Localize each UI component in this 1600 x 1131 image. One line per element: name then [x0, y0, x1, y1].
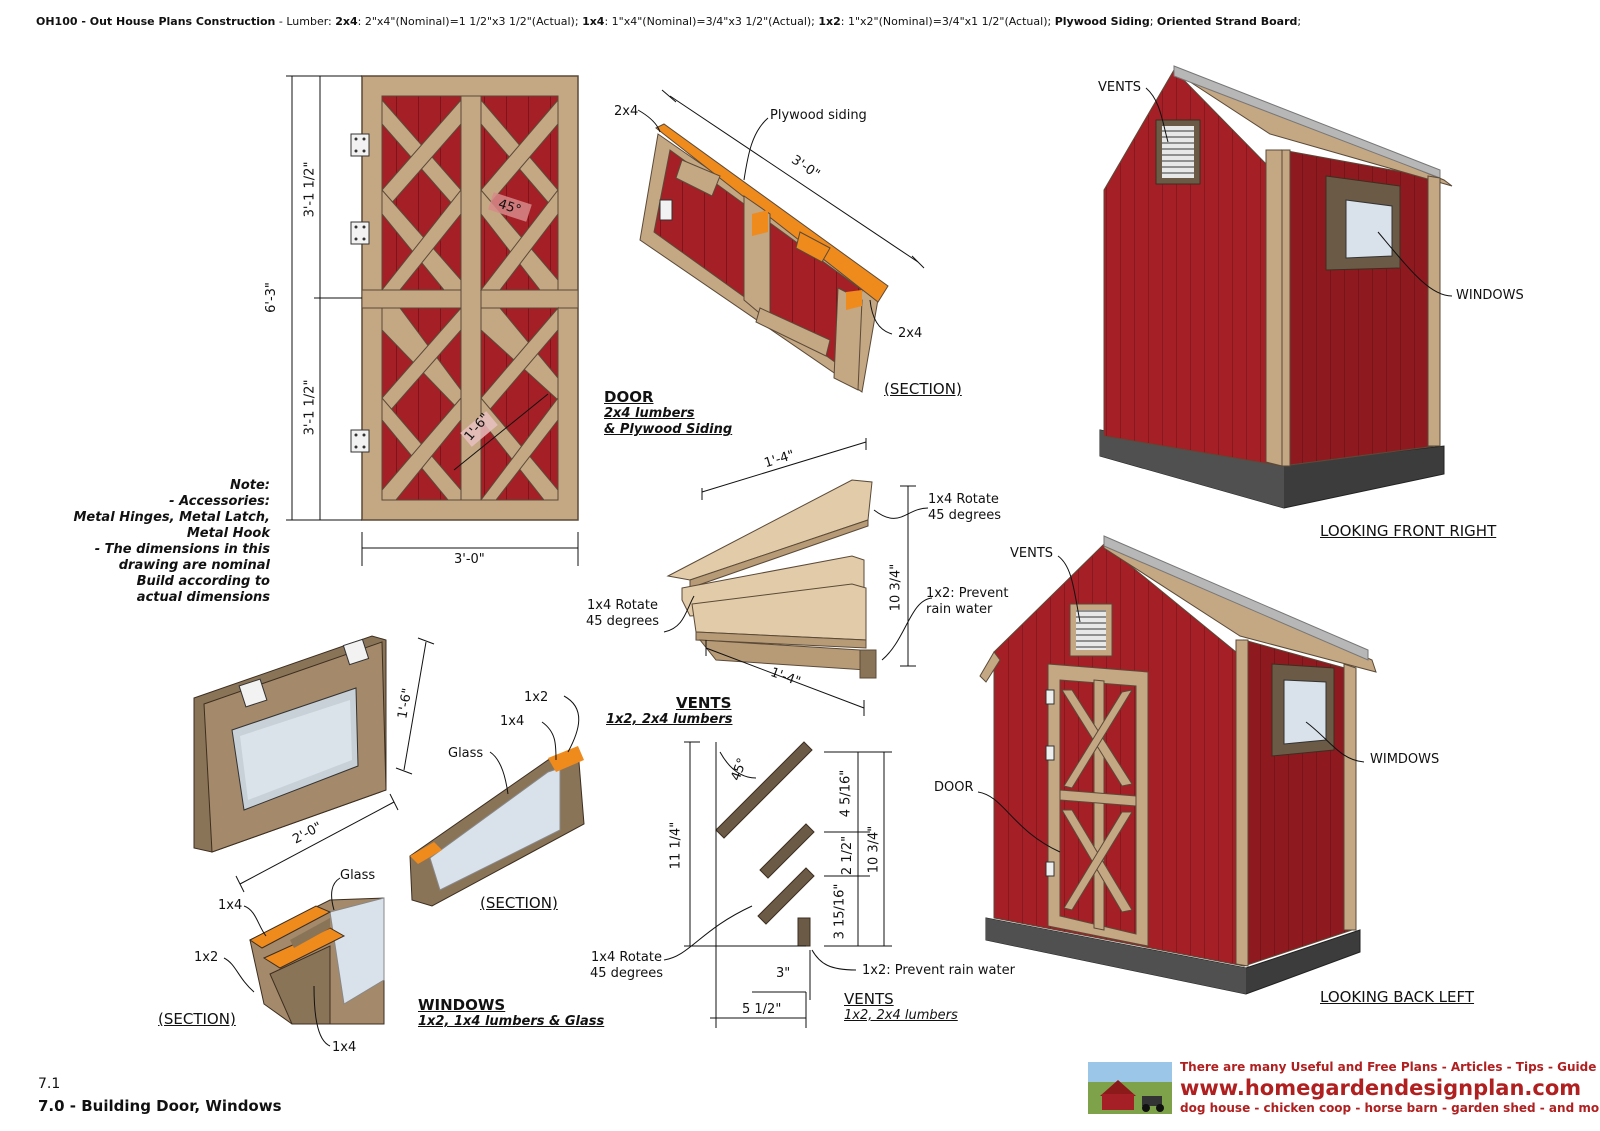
vent-section-w1: 3" [776, 966, 791, 981]
window-section-glass: Glass [448, 746, 484, 761]
window-detail-1x4-top: 1x4 [218, 898, 243, 913]
vents-subtitle: 1x2, 2x4 lumbers [606, 712, 733, 727]
front-vents-label: VENTS [1098, 80, 1142, 95]
footer-line-3: dog house - chicken coop - horse barn - … [1180, 1101, 1600, 1115]
sheet-header: OH100 - Out House Plans Construction - L… [36, 15, 1302, 28]
window-3d [193, 635, 435, 893]
vent-section-total-height: 11 1/4" [668, 821, 684, 870]
window-detail-1x2: 1x2 [194, 950, 219, 965]
back-door-label: DOOR [934, 780, 974, 795]
door-width: 3'-0" [454, 552, 485, 567]
vents-3d [663, 438, 933, 716]
door-section-2x4-top: 2x4 [614, 104, 639, 119]
vent-section-d3: 3 15/16" [832, 883, 848, 940]
footer-url[interactable]: www.homegardendesignplan.com [1180, 1076, 1582, 1100]
site-logo [1088, 1062, 1172, 1114]
vent-section-subtitle: 1x2, 2x4 lumbers [844, 1008, 958, 1023]
house-front-right [1099, 65, 1453, 509]
window-detail-caption: (SECTION) [158, 1010, 236, 1028]
window-section-caption: (SECTION) [480, 894, 558, 912]
page-title: 7.0 - Building Door, Windows [38, 1097, 282, 1115]
vents-title: VENTS [676, 694, 732, 712]
door-subtitle-2: & Plywood Siding [604, 422, 733, 437]
door-subtitle-1: 2x4 lumbers [604, 406, 695, 421]
footer-line-1: There are many Useful and Free Plans - A… [1180, 1060, 1600, 1074]
window-detail-glass: Glass [340, 868, 376, 883]
page-number: 7.1 [38, 1076, 61, 1092]
window-section [409, 695, 585, 907]
vent-slat-3 [757, 867, 815, 925]
door-height-total: 6'-3" [263, 282, 279, 313]
door-height-bottom: 3'-1 1/2" [302, 379, 318, 436]
window-section-1x2: 1x2 [524, 690, 549, 705]
windows-subtitle: 1x2, 1x4 lumbers & Glass [418, 1014, 605, 1029]
vent-section-d2: 2 1/2" [840, 835, 856, 876]
back-view-caption: LOOKING BACK LEFT [1320, 988, 1475, 1006]
door-section-2x4-bottom: 2x4 [898, 326, 923, 341]
vent-section-title: VENTS [844, 990, 894, 1008]
door-height-top: 3'-1 1/2" [302, 161, 318, 218]
vent-section-d1: 4 5/16" [838, 769, 854, 818]
window-detail-section [223, 877, 385, 1047]
door-center-stile [460, 95, 482, 501]
vent-height: 10 3/4" [888, 563, 904, 612]
vent-section-right-height: 10 3/4" [866, 825, 882, 874]
door-title: DOOR [604, 388, 654, 406]
vent-section-prevent: 1x2: Prevent rain water [862, 963, 1015, 978]
window-detail-1x4-bottom: 1x4 [332, 1040, 357, 1055]
site-footer: There are many Useful and Free Plans - A… [1088, 1056, 1600, 1118]
vent-section-w2: 5 1/2" [742, 1002, 782, 1017]
door-section [637, 89, 925, 393]
vent-slat-1 [715, 741, 813, 839]
vents-section [663, 741, 892, 1028]
door-elevation [286, 75, 579, 566]
front-windows-label: WINDOWS [1456, 288, 1524, 303]
windows-title: WINDOWS [418, 996, 506, 1014]
window-section-1x4: 1x4 [500, 714, 525, 729]
door-section-plywood: Plywood siding [770, 108, 867, 123]
back-vents-label: VENTS [1010, 546, 1054, 561]
door-section-caption: (SECTION) [884, 380, 962, 398]
front-view-caption: LOOKING FRONT RIGHT [1320, 522, 1497, 540]
vent-slat-2 [759, 823, 815, 879]
vent-drip-1x2 [797, 917, 811, 947]
back-windows-label: WIMDOWS [1370, 752, 1440, 767]
accessories-note: Note: - Accessories: Metal Hinges, Metal… [73, 478, 270, 605]
house-back-left [977, 535, 1377, 995]
